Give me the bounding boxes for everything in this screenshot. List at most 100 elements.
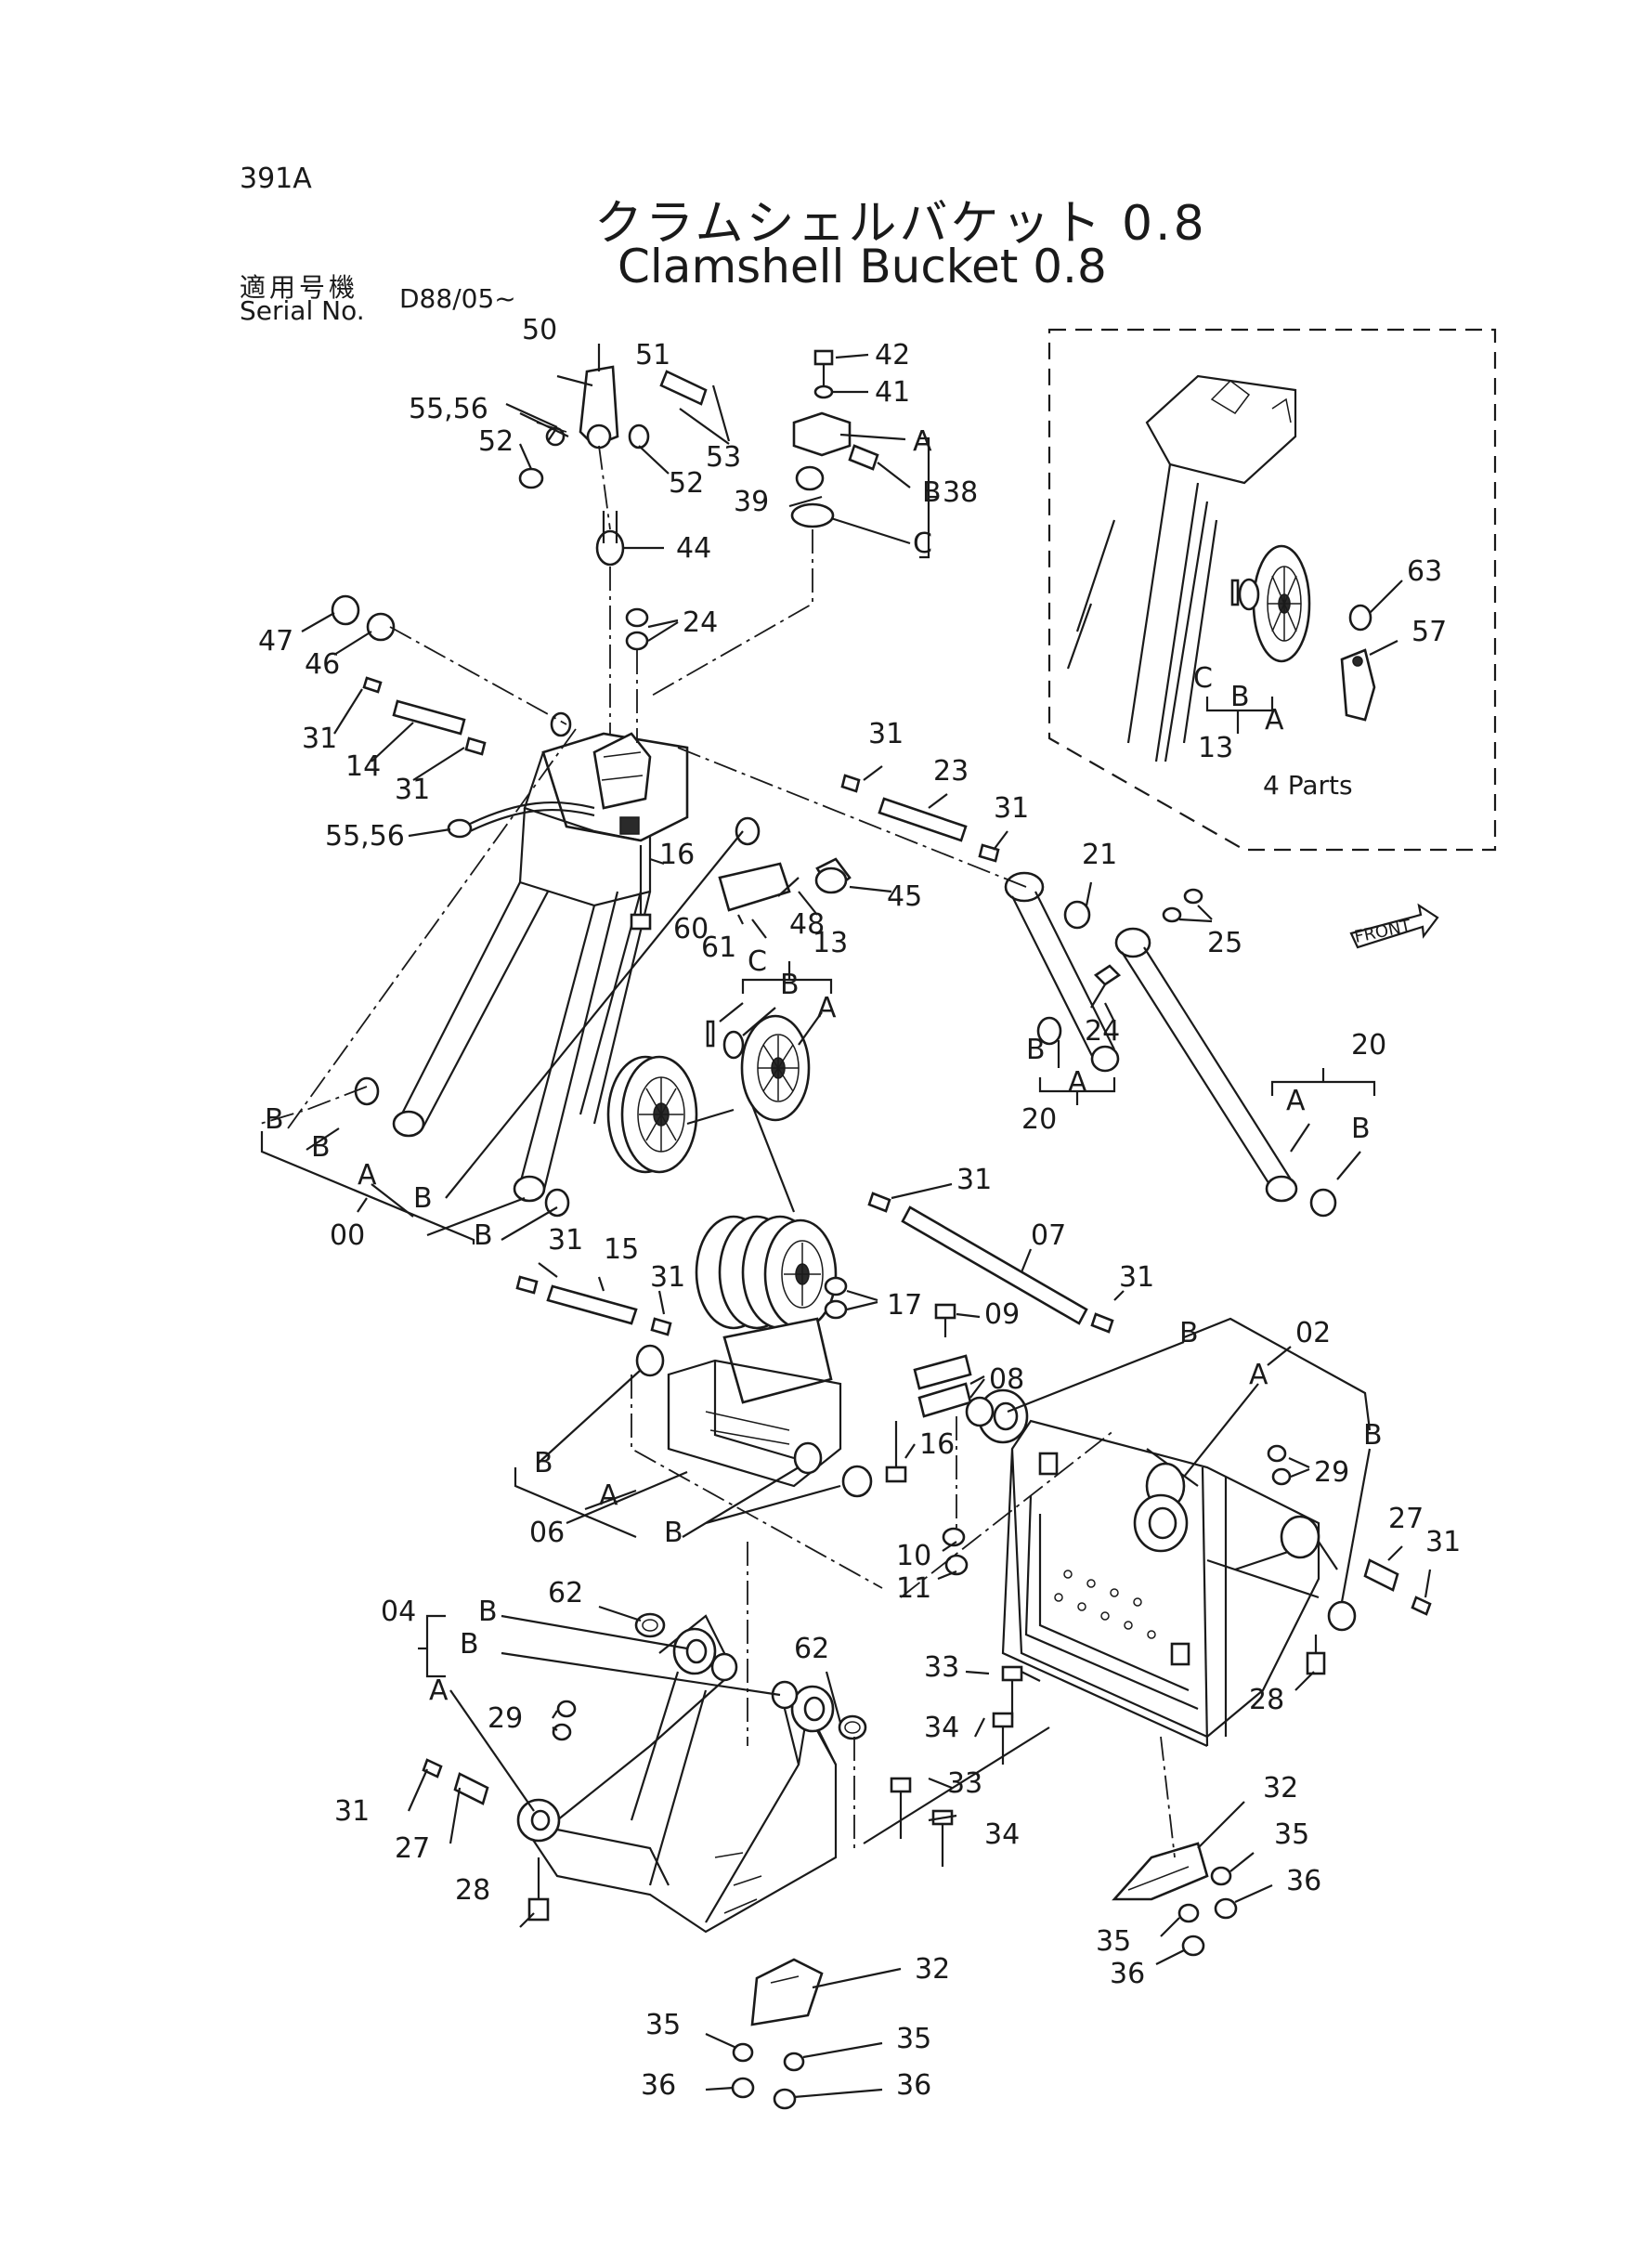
serial-value: D88/05~ [399,283,516,314]
label-sub-b-04b: B [460,1628,479,1661]
link-arms [677,747,1376,1218]
label-17-mid: 17 [887,1289,922,1322]
label-31-a: 31 [302,723,337,755]
page-code: 391A [240,163,312,195]
label-25: 25 [1207,927,1242,959]
tooth-points [705,1736,1273,2110]
head-fittings [505,344,938,743]
label-13-inset: 13 [1198,732,1233,764]
label-48: 48 [789,908,825,941]
label-sub-b-00c: B [413,1182,433,1215]
label-sub-a-00: A [358,1159,377,1192]
label-32-right: 32 [1263,1772,1298,1804]
pin-clamp-fittings [900,1303,1115,1598]
label-sub-a-inset: A [1265,704,1284,736]
label-36-right-top: 36 [1286,1865,1321,1897]
sheave-block-06 [514,1215,916,1746]
label-51: 51 [635,339,670,371]
main-pin-07 [867,1182,1125,1334]
label-sub-b-04a: B [478,1596,498,1628]
label-52-left: 52 [478,425,514,458]
label-24: 24 [1085,1015,1120,1048]
label-63: 63 [1407,555,1442,588]
label-20-right: 20 [1351,1029,1386,1062]
label-35-right-top: 35 [1274,1818,1309,1851]
label-sub-b-20r: B [1351,1113,1371,1145]
label-23: 23 [933,755,969,788]
page-title-en: Clamshell Bucket 0.8 [618,240,1107,293]
label-sub-b-00d: B [474,1219,493,1252]
label-15: 15 [604,1233,639,1266]
label-31-left: 31 [334,1795,370,1828]
label-29-left: 29 [488,1702,523,1735]
label-sub-b-02a: B [1179,1317,1199,1349]
label-34-upper: 34 [924,1712,959,1744]
label-sub-a-04: A [429,1674,449,1707]
label-27-right: 27 [1388,1503,1424,1535]
label-16-top: 16 [659,839,695,871]
label-sub-c-inset: C [1193,662,1213,695]
label-44: 44 [676,532,711,565]
label-02: 02 [1295,1317,1331,1349]
label-31-f: 31 [1119,1261,1154,1294]
label-32-left: 32 [915,1953,950,1986]
label-31-e: 31 [956,1164,992,1196]
label-35-left-a: 35 [645,2009,681,2041]
label-sub-c-13: C [748,945,767,978]
label-36-right-bot: 36 [1110,1958,1145,1990]
label-36-left-a: 36 [641,2069,676,2102]
label-11: 11 [896,1572,931,1605]
label-29-right: 29 [1314,1456,1349,1489]
label-41: 41 [875,376,910,409]
label-31-g: 31 [548,1224,583,1257]
label-sub-a-02: A [1249,1359,1268,1391]
label-31-h: 31 [650,1261,685,1294]
label-sub-b-06a: B [534,1447,553,1479]
label-27-left: 27 [395,1832,430,1865]
label-10: 10 [896,1540,931,1572]
label-62-mid: 62 [794,1633,829,1665]
label-sub-a-06: A [599,1479,618,1512]
label-sub-b-inset: B [1230,681,1250,713]
label-sub-a-20l: A [1068,1066,1087,1099]
label-35-right-bot: 35 [1096,1925,1131,1958]
label-52-right: 52 [669,467,704,500]
label-sub-b-00a: B [265,1103,284,1136]
label-21: 21 [1082,839,1117,871]
label-34-lower: 34 [984,1818,1020,1851]
label-33-upper: 33 [924,1651,959,1684]
upper-frame [259,594,761,1244]
label-50: 50 [522,314,557,346]
label-06: 06 [529,1517,565,1549]
inset-note: 4 Parts [1263,770,1353,801]
label-sub-c-38: C [913,528,932,560]
label-57: 57 [1411,616,1447,648]
label-sub-a-13: A [817,992,837,1024]
label-28-left: 28 [455,1874,490,1907]
plate-and-pins [718,857,892,939]
label-42: 42 [875,339,910,371]
label-14: 14 [345,750,381,783]
label-45: 45 [887,880,922,913]
label-sub-b-13: B [780,969,800,1001]
sheave-group-upper [606,961,833,1213]
serial-label-en: Serial No. [240,295,365,326]
label-08: 08 [989,1363,1024,1396]
label-55-56-top: 55,56 [409,393,488,425]
front-arrow-icon [1349,903,1439,949]
label-33-lower: 33 [947,1767,982,1800]
label-31-c: 31 [868,718,904,750]
label-35-left-b: 35 [896,2023,931,2055]
page-title-jp: クラムシェルバケット 0.8 [594,196,1207,252]
label-09: 09 [984,1298,1020,1331]
serial-label-jp: 適用号機 [240,272,359,303]
label-61: 61 [701,932,736,964]
label-55-56-mid: 55,56 [325,820,405,853]
label-sub-b-38: B [922,476,942,509]
label-sub-b-06b: B [664,1517,683,1549]
label-07: 07 [1031,1219,1066,1252]
label-17-top: 24 [683,606,718,639]
label-sub-b-20l: B [1026,1034,1046,1066]
label-46: 46 [305,648,340,681]
